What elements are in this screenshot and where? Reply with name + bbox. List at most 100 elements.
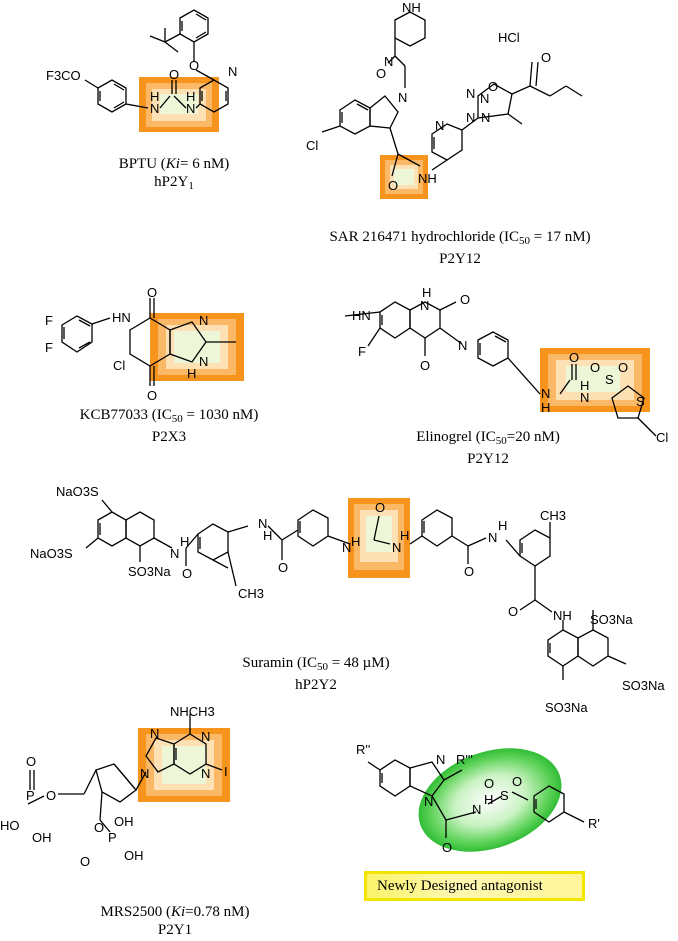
kcb-atom-hn: HN — [112, 310, 131, 325]
mrs-atom-p2: P — [108, 830, 117, 845]
sar-atom-n-indole: N — [398, 90, 407, 105]
bptu-atom-n2: N — [186, 101, 195, 116]
mrs-atom-p1: P — [26, 788, 35, 803]
sar-atom-n-pyr4: N — [481, 110, 490, 125]
sar-atom-o-ketone: O — [541, 50, 551, 65]
bptu-atom-f3co: F3CO — [46, 68, 81, 83]
sar-salt-label: HCl — [498, 30, 520, 45]
caption-bptu: BPTU (Ki= 6 nM) hP2Y1 — [94, 155, 254, 195]
sar-atom-n-pz2: N — [466, 110, 475, 125]
eli-atom-cl: Cl — [656, 430, 668, 445]
new-atom-o3: O — [512, 774, 522, 789]
kcb-atom-n2: N — [199, 354, 208, 369]
mrs-atom-n1: N — [150, 726, 159, 741]
sur-atom-o4: O — [464, 564, 474, 579]
new-atom-r1: R' — [588, 816, 600, 831]
eli-metric-sub: 50 — [495, 435, 507, 447]
sur-target: hP2Y2 — [295, 677, 337, 693]
bptu-atom-n-pyridine: N — [228, 64, 237, 79]
mrs-atom-oh1: OH — [32, 830, 52, 845]
kcb-atom-n1: N — [199, 313, 208, 328]
eli-value: =20 nM) — [506, 429, 560, 445]
eli-atom-n2: N — [458, 338, 467, 353]
kcb-metric-sub: 50 — [171, 413, 183, 425]
sar-atom-nh-pip: NH — [402, 0, 421, 15]
sar-name: SAR 216471 hydrochloride — [329, 229, 496, 245]
sur-metric-sub: 50 — [316, 661, 328, 673]
sur-atom-nao3s1: NaO3S — [56, 484, 99, 499]
caption-kcb77033: KCB77033 (IC50 = 1030 nM) P2X3 — [64, 406, 274, 446]
sur-atom-h2: H — [263, 528, 272, 543]
sur-atom-h1: H — [180, 534, 189, 549]
eli-atom-o1: O — [460, 292, 470, 307]
kcb-name: KCB77033 — [79, 407, 149, 423]
kcb-atom-h: H — [187, 366, 196, 381]
sar-atom-n-pyr3: N — [466, 86, 475, 101]
new-atom-o2: O — [484, 776, 494, 791]
new-atom-n2: N — [424, 794, 433, 809]
mrs-metric-suffix: =0.78 nM) — [185, 904, 250, 920]
new-atom-r3: R''' — [456, 752, 473, 767]
kcb-atom-f1: F — [45, 313, 53, 328]
eli-atom-n3: N — [541, 386, 550, 401]
kcb-value: = 1030 nM) — [186, 407, 259, 423]
sar-atom-n-pyr2: O — [488, 79, 498, 94]
kcb-metric: IC — [156, 407, 172, 423]
caption-elinogrel: Elinogrel (IC50=20 nM) P2Y12 — [388, 428, 588, 468]
sur-atom-o1: O — [182, 566, 192, 581]
sur-metric: IC — [301, 655, 317, 671]
new-atom-n3: N — [472, 802, 481, 817]
eli-atom-h3: H — [580, 378, 589, 393]
sur-atom-ch3-1: CH3 — [238, 586, 264, 601]
bptu-atom-h2: H — [186, 89, 195, 104]
mrs-atom-o3: O — [94, 820, 104, 835]
eli-atom-s2: S — [636, 394, 645, 409]
eli-atom-hn: HN — [352, 308, 371, 323]
sar-atom-nh-amide: NH — [418, 171, 437, 186]
bptu-target: hP2Y — [154, 174, 189, 190]
eli-atom-o4: O — [590, 360, 600, 375]
mrs-atom-i: I — [224, 764, 228, 779]
bptu-atom-n1: N — [150, 101, 159, 116]
mrs-target: P2Y1 — [157, 922, 193, 938]
new-atom-o1: O — [442, 840, 452, 855]
caption-suramin: Suramin (IC50 = 48 µM) hP2Y2 — [216, 654, 416, 694]
sur-atom-h3: H — [351, 534, 360, 549]
sar-atom-n-pip: N — [384, 54, 393, 69]
sur-atom-ch3-2: CH3 — [540, 508, 566, 523]
sur-atom-nao3s2: NaO3S — [30, 546, 73, 561]
kcb-atom-o2: O — [147, 388, 157, 403]
caption-sar216471: SAR 216471 hydrochloride (IC50 = 17 nM) … — [270, 228, 650, 268]
mrs-atom-o4: O — [80, 854, 90, 869]
sur-atom-so3na3: SO3Na — [622, 678, 665, 693]
legend-newly-designed: Newly Designed antagonist — [364, 871, 585, 901]
sar-metric: IC — [504, 229, 520, 245]
mrs-metric: Ki — [170, 904, 186, 920]
mrs-atom-ho: HO — [0, 818, 20, 833]
bptu-atom-h1: H — [150, 89, 159, 104]
sar-target: P2Y12 — [439, 251, 481, 267]
mrs-name: MRS2500 — [100, 904, 163, 920]
bptu-name: BPTU — [118, 156, 158, 172]
eli-target: P2Y12 — [467, 451, 509, 467]
sur-atom-n4: N — [392, 540, 401, 555]
sur-value: = 48 µM) — [331, 655, 390, 671]
suramin-structure: NaO3S NaO3S SO3Na H N O H N O H N O N H … — [30, 484, 665, 715]
sar216471-structure: HCl N NH O N N — [306, 0, 583, 199]
sar-atom-o-amide: O — [388, 178, 398, 193]
sur-name: Suramin — [242, 655, 294, 671]
sur-atom-so3na2: SO3Na — [590, 612, 633, 627]
sar-metric-sub: 50 — [519, 235, 531, 247]
mrs2500-structure: NHCH3 N N N N I O O P HO OH O P OH OH O — [0, 704, 230, 869]
eli-atom-n1: N — [420, 298, 429, 313]
eli-atom-f: F — [358, 344, 366, 359]
bptu-target-sub: 1 — [188, 180, 194, 192]
mrs-atom-oh2: OH — [114, 814, 134, 829]
eli-name: Elinogrel — [416, 429, 473, 445]
kcb-atom-cl: Cl — [113, 358, 125, 373]
sur-atom-o5: O — [508, 604, 518, 619]
eli-atom-h1: H — [422, 285, 431, 300]
eli-atom-o5: O — [618, 360, 628, 375]
bptu-metric: Ki — [165, 156, 180, 172]
